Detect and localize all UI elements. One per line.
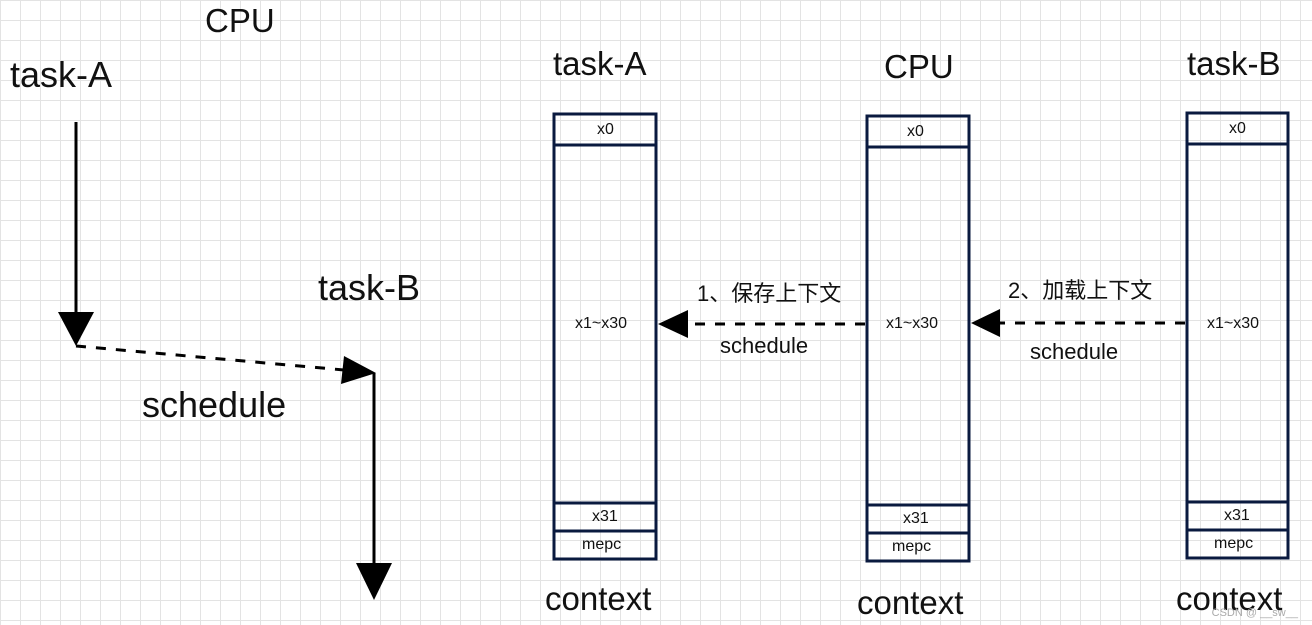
reg-x31-cpu: x31 (903, 510, 929, 527)
task-b-arrowhead (356, 563, 392, 600)
column-title-cpu: CPU (884, 48, 954, 85)
reg-mepc-cpu: mepc (892, 538, 932, 555)
task-a-label-left: task-A (10, 54, 113, 95)
task-a-arrowhead (58, 312, 94, 346)
save-context-step-label: 1、保存上下文 (697, 281, 842, 306)
reg-x1-x30-task-a: x1~x30 (575, 315, 628, 332)
watermark: CSDN @ __sw__ (1211, 607, 1298, 619)
caption-context-cpu: context (857, 584, 964, 621)
reg-x31-task-a: x31 (592, 508, 618, 525)
reg-x1-x30-task-b: x1~x30 (1207, 315, 1260, 332)
reg-x0-cpu: x0 (907, 123, 924, 140)
caption-context-task-b: context (1176, 580, 1283, 617)
load-context-step-label: 2、加载上下文 (1008, 278, 1153, 303)
load-context-arrowhead (971, 309, 1000, 337)
reg-mepc-task-b: mepc (1214, 535, 1254, 552)
schedule-label-left: schedule (142, 384, 287, 425)
schedule-arrowhead (341, 356, 376, 384)
register-box-cpu (865, 114, 971, 563)
reg-mepc-task-a: mepc (582, 536, 622, 553)
save-context-schedule-label: schedule (720, 333, 809, 358)
reg-x0-task-b: x0 (1229, 120, 1246, 137)
register-box-task-a (552, 112, 658, 561)
reg-x31-task-b: x31 (1224, 507, 1250, 524)
reg-x0-task-a: x0 (597, 121, 614, 138)
schedule-dashed-line (75, 344, 345, 372)
column-title-task-b: task-B (1187, 45, 1281, 82)
cpu-title-left: CPU (205, 2, 275, 39)
load-context-schedule-label: schedule (1030, 339, 1119, 364)
caption-context-task-a: context (545, 580, 652, 617)
register-box-task-b (1185, 111, 1290, 560)
task-b-label-left: task-B (318, 267, 421, 308)
column-title-task-a: task-A (553, 45, 647, 82)
reg-x1-x30-cpu: x1~x30 (886, 315, 939, 332)
save-context-arrowhead (658, 310, 688, 338)
